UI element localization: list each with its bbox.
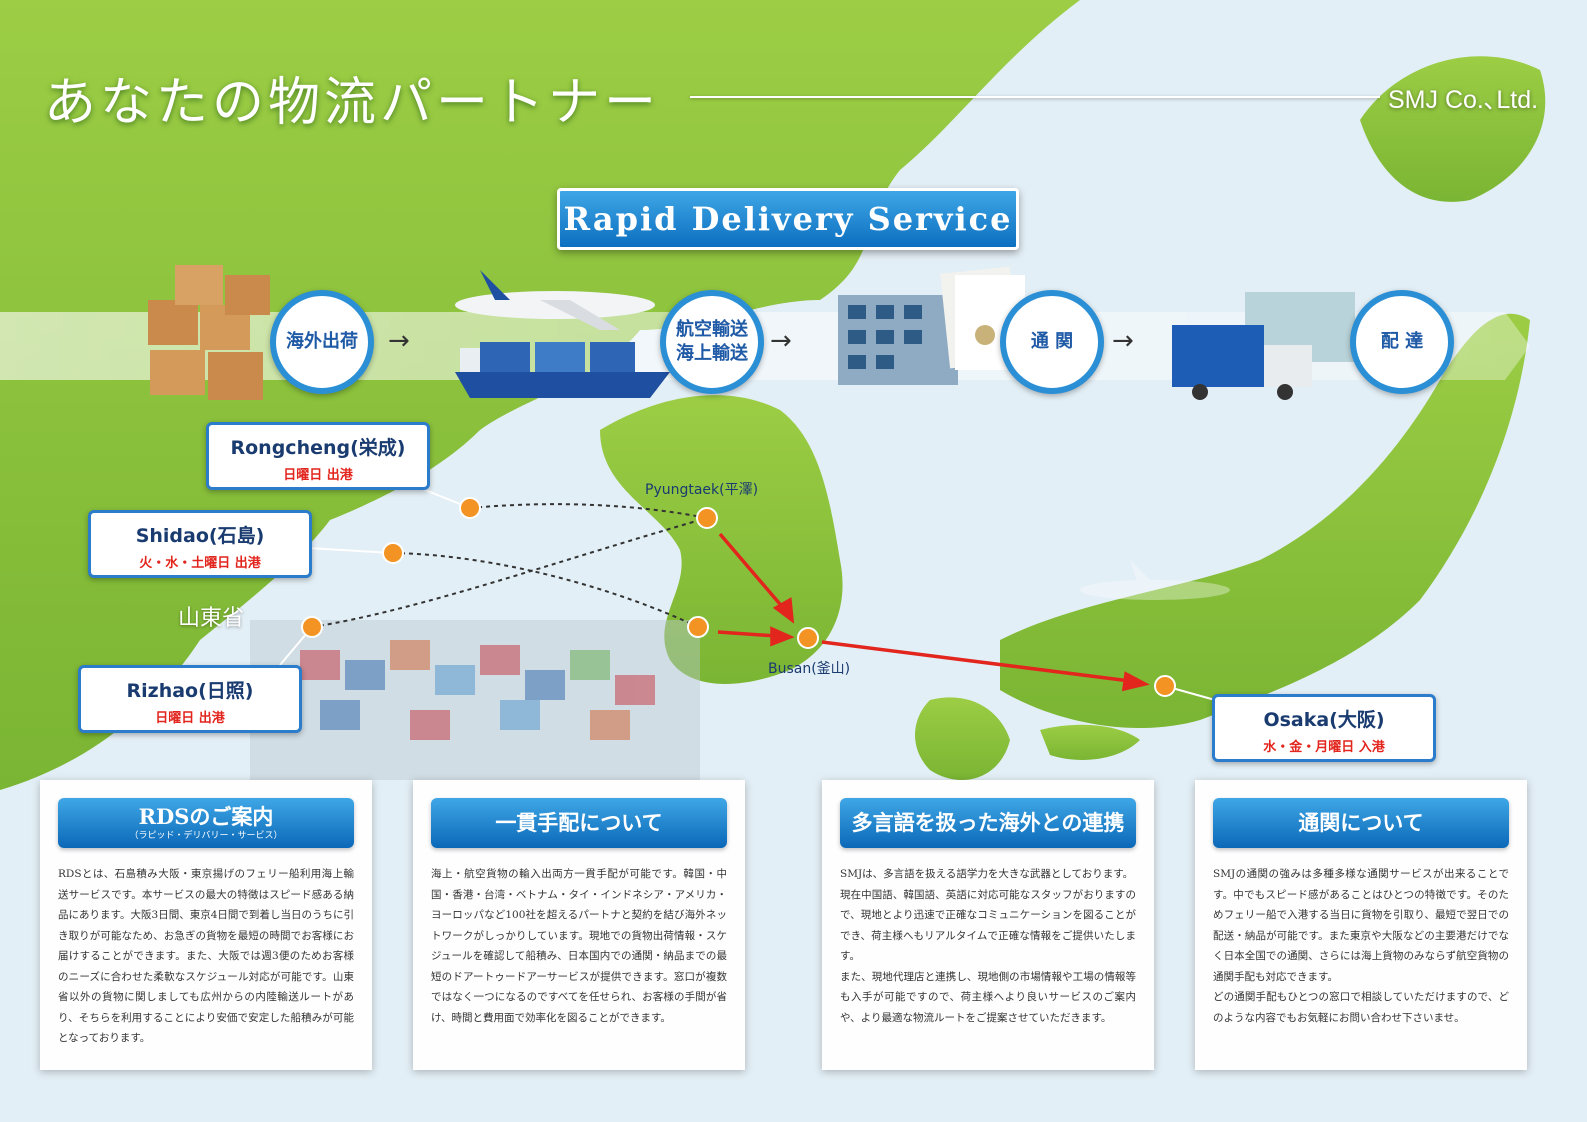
panel-paragraph: 海上・航空貨物の輸入出両方一貫手配が可能です。韓国・中国・香港・台湾・ベトナム・…	[431, 868, 727, 1024]
map-label-shandong: 山東省	[178, 606, 245, 631]
panel-title: 多言語を扱った海外との連携	[851, 810, 1125, 835]
flow-arrow: →	[770, 326, 792, 356]
ship-icon	[455, 342, 670, 398]
port-name: Rizhao(日照)	[126, 680, 254, 702]
japan-shikoku	[1040, 724, 1140, 760]
panel-body: RDSとは、石島積み大阪・東京揚げのフェリー船利用海上輸送サービスです。本サービ…	[58, 864, 354, 1049]
flow-arrow: →	[388, 326, 410, 356]
info-panel-multilingual: 多言語を扱った海外との連携 SMJは、多言語を扱える語学力を大きな武器としており…	[822, 780, 1154, 1070]
port-schedule: 水・金・月曜日 入港	[1263, 740, 1385, 755]
port-box-rizhao: Rizhao(日照) 日曜日 出港	[78, 665, 302, 733]
panel-title: 通関について	[1298, 810, 1424, 835]
title-divider	[690, 96, 1380, 98]
panel-paragraph: また、現地代理店と連携し、現地側の市場情報や工場の情報等も入手が可能ですので、荷…	[840, 970, 1136, 1024]
panel-subtitle: （ラピッド・デリバリー・サービス）	[129, 831, 283, 841]
boxes-icon	[148, 265, 270, 400]
page-title: あなたの物流パートナー	[44, 73, 661, 133]
step-transport-sea-label: 海上輸送	[676, 343, 748, 364]
panel-body: SMJは、多言語を扱える語学力を大きな武器としております。 現在中国語、韓国語、…	[840, 864, 1136, 1028]
step-customs-label: 通 関	[1030, 331, 1074, 352]
port-box-shidao: Shidao(石島) 火・水・土曜日 出港	[88, 510, 312, 578]
map-label-busan: Busan(釜山)	[768, 661, 851, 677]
port-name: Osaka(大阪)	[1263, 709, 1385, 731]
port-schedule: 火・水・土曜日 出港	[139, 556, 261, 571]
step-transport: 航空輸送 海上輸送	[660, 290, 764, 394]
step-export: 海外出荷	[270, 290, 374, 394]
port-schedule: 日曜日 出港	[155, 711, 225, 726]
step-customs: 通 関	[1000, 290, 1104, 394]
info-panel-rds: RDSのご案内 （ラピッド・デリバリー・サービス） RDSとは、石島積み大阪・東…	[40, 780, 372, 1070]
flow-arrow: →	[1112, 326, 1134, 356]
panel-heading: 多言語を扱った海外との連携	[840, 798, 1136, 848]
port-schedule: 日曜日 出港	[283, 468, 353, 483]
info-panel-integrated: 一貫手配について 海上・航空貨物の輸入出両方一貫手配が可能です。韓国・中国・香港…	[413, 780, 745, 1070]
truck-icon	[1172, 292, 1355, 400]
container-stacks	[300, 640, 655, 740]
step-export-label: 海外出荷	[286, 331, 358, 352]
japan-honshu	[1000, 313, 1530, 729]
faint-airplane	[1080, 560, 1230, 600]
panel-paragraph: どの通関手配もひとつの窓口で相談していただけますので、どのような内容でもお気軽に…	[1213, 991, 1509, 1024]
panel-heading: RDSのご案内 （ラピッド・デリバリー・サービス）	[58, 798, 354, 848]
step-transport-air-label: 航空輸送	[676, 319, 748, 340]
port-name: Shidao(石島)	[135, 525, 265, 547]
flow-band	[0, 312, 1530, 380]
panel-paragraph: RDSとは、石島積み大阪・東京揚げのフェリー船利用海上輸送サービスです。本サービ…	[58, 868, 354, 1044]
company-name: SMJ Co.､Ltd.	[1388, 86, 1539, 114]
service-title-banner: Rapid Delivery Service	[557, 188, 1019, 250]
dashed-routes	[311, 503, 708, 628]
panel-body: 海上・航空貨物の輸入出両方一貫手配が可能です。韓国・中国・香港・台湾・ベトナム・…	[431, 864, 727, 1028]
port-dots	[301, 497, 1176, 697]
japan-hokkaido	[1360, 56, 1546, 202]
panel-title: RDSのご案内	[138, 804, 274, 829]
port-box-osaka: Osaka(大阪) 水・金・月曜日 入港	[1212, 694, 1436, 762]
airplane-icon	[455, 270, 655, 330]
panel-paragraph: 現在中国語、韓国語、英語に対応可能なスタッフがおりますので、現地とより迅速で正確…	[840, 888, 1136, 963]
map-label-pyungtaek: Pyungtaek(平澤)	[645, 482, 759, 498]
step-delivery-label: 配 達	[1380, 331, 1424, 352]
panel-body: SMJの通関の強みは多種多様な通関サービスが出来ることです。中でもスピード感があ…	[1213, 864, 1509, 1028]
panel-title: 一貫手配について	[495, 810, 663, 835]
panel-paragraph: SMJは、多言語を扱える語学力を大きな武器としております。	[840, 868, 1134, 880]
panel-heading: 通関について	[1213, 798, 1509, 848]
step-delivery: 配 達	[1350, 290, 1454, 394]
info-panel-customs: 通関について SMJの通関の強みは多種多様な通関サービスが出来ることです。中でも…	[1195, 780, 1527, 1070]
japan-kyushu	[915, 697, 1010, 780]
panel-heading: 一貫手配について	[431, 798, 727, 848]
panel-paragraph: SMJの通関の強みは多種多様な通関サービスが出来ることです。中でもスピード感があ…	[1213, 868, 1509, 983]
red-routes	[717, 532, 1150, 692]
building-icon	[838, 295, 958, 385]
port-name: Rongcheng(栄成)	[230, 437, 406, 459]
port-box-rongcheng: Rongcheng(栄成) 日曜日 出港	[206, 422, 430, 490]
